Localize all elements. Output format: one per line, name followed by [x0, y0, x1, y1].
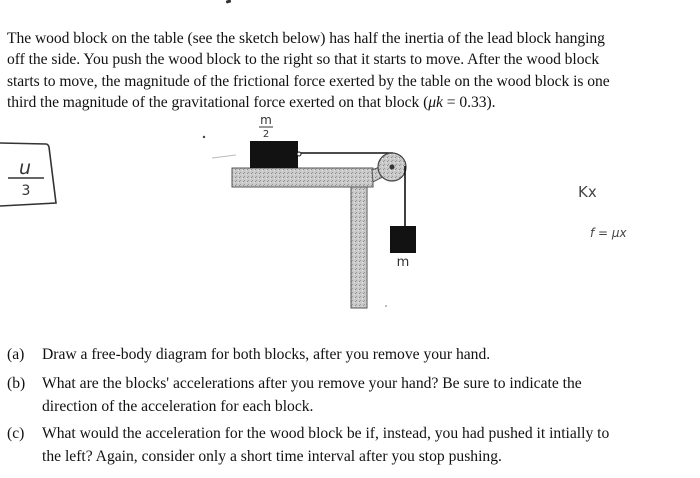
hand-drawn-box: [0, 142, 57, 207]
table-top: [231, 167, 374, 188]
faint-arrow-icon: [211, 154, 237, 159]
note-friction: f = μx: [590, 226, 628, 240]
question-b: (b) What are the blocks' accelerations af…: [7, 373, 582, 418]
wood-block-label-den: 2: [263, 129, 269, 140]
intro-line-1: The wood block on the table (see the ske…: [7, 30, 605, 47]
handwritten-boxed-fraction: u 3: [0, 142, 57, 207]
fraction-denominator: 3: [22, 183, 31, 199]
question-c-label: (c): [7, 425, 25, 442]
table-leg: [350, 186, 368, 309]
intro-line-4-text: third the magnitude of the gravitational…: [7, 93, 429, 111]
fraction-numerator: u: [19, 157, 31, 179]
wood-block-label-num: m: [260, 113, 272, 127]
intro-line-4: third the magnitude of the gravitational…: [7, 92, 697, 113]
problem-statement: The wood block on the table (see the ske…: [7, 28, 697, 113]
block-hook: [296, 151, 302, 157]
physics-sketch: m 2 m Kx f = μx: [202, 113, 628, 309]
question-b-text-2: direction of the acceleration for each b…: [42, 397, 314, 415]
intro-line-2: off the side. You push the wood block to…: [7, 51, 600, 69]
question-a-label: (a): [7, 346, 25, 363]
wood-block: [250, 141, 298, 168]
question-c-text-1: What would the acceleration for the wood…: [42, 425, 610, 442]
pulley-axle: [389, 164, 395, 170]
note-kx: Kx: [578, 183, 597, 201]
stray-dot-2: [385, 305, 387, 307]
mu-k-symbol: μk: [428, 93, 443, 111]
lead-block-label: m: [397, 255, 410, 270]
question-b-text-1: What are the blocks' accelerations after…: [42, 375, 582, 392]
mu-k-value: = 0.33).: [442, 93, 496, 111]
intro-line-3: starts to move, the magnitude of the fri…: [7, 72, 610, 90]
question-c: (c) What would the acceleration for the w…: [7, 423, 609, 468]
question-b-label: (b): [7, 375, 26, 392]
lead-block: [390, 226, 416, 253]
question-a-text: Draw a free-body diagram for both blocks…: [42, 346, 491, 363]
stray-dot: [202, 135, 206, 139]
question-a: (a) Draw a free-body diagram for both blo…: [7, 344, 490, 367]
question-c-text-2: the left? Again, consider only a short t…: [42, 447, 502, 465]
